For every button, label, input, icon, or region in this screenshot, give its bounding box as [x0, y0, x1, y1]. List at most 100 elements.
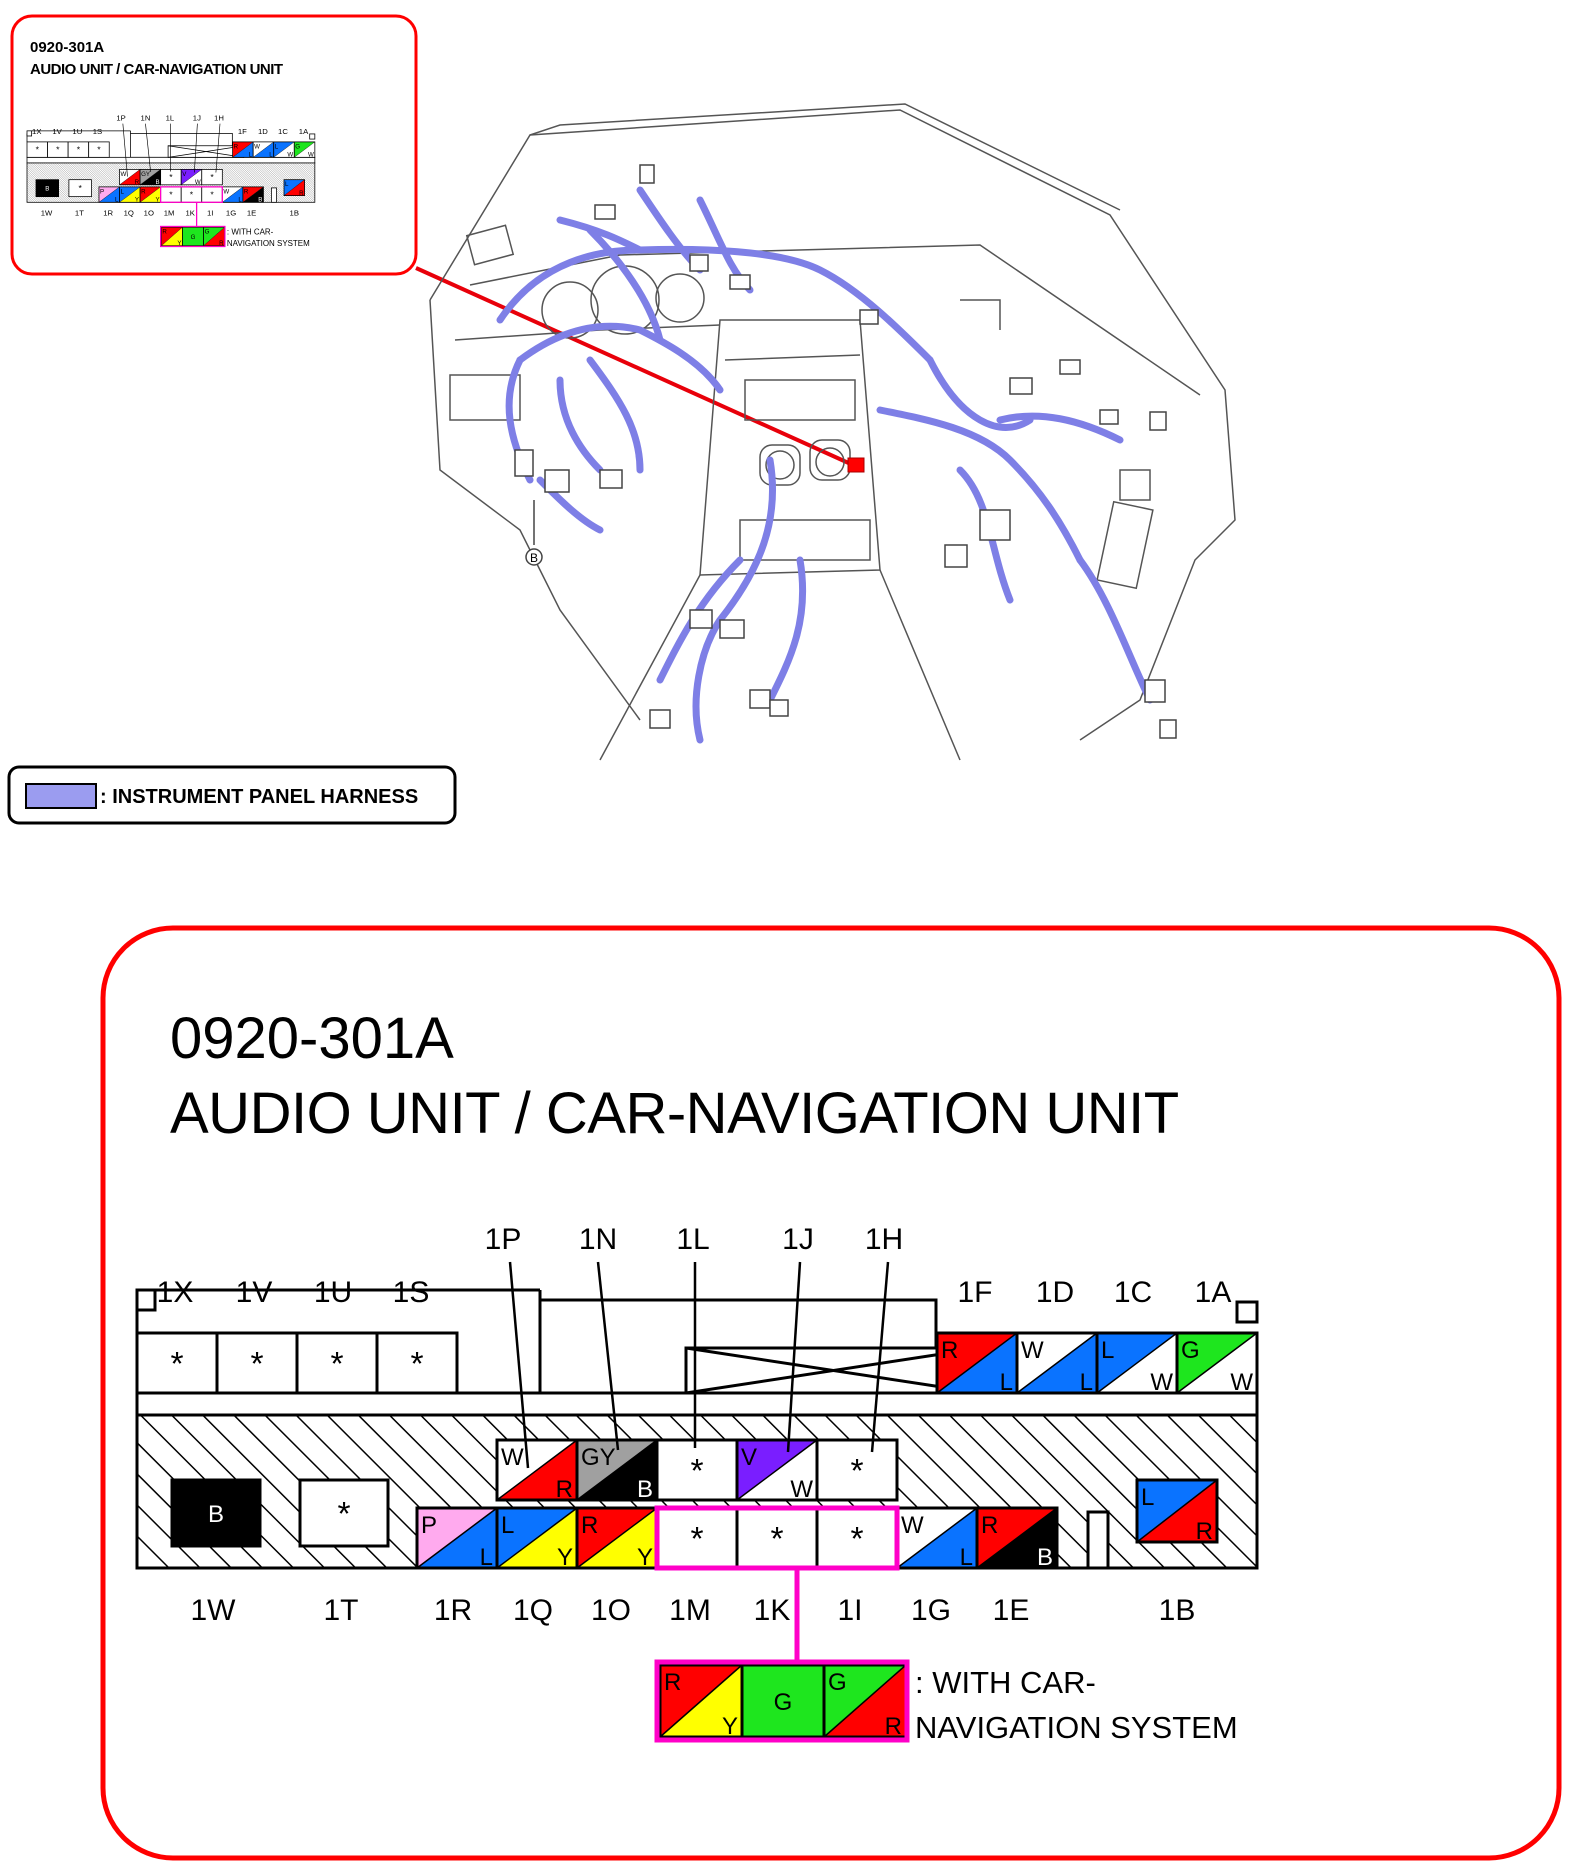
- harness-legend: : INSTRUMENT PANEL HARNESS: [7, 765, 457, 825]
- terminal-color-label: W: [1230, 1369, 1253, 1396]
- terminal-1b: LR: [283, 179, 305, 197]
- terminal-color-label: W: [790, 1476, 813, 1503]
- pin-label-1w: 1W: [191, 1594, 237, 1627]
- terminal-color-label: Y: [722, 1713, 738, 1740]
- pin-label-1h: 1H: [214, 113, 224, 122]
- terminal-color-label: W: [308, 152, 314, 159]
- terminal-empty-mark: *: [770, 1521, 783, 1558]
- terminal-color-label: G: [774, 1689, 793, 1716]
- terminal-empty-mark: *: [190, 190, 194, 200]
- legend-label: : INSTRUMENT PANEL HARNESS: [100, 786, 418, 808]
- terminal-color-label: L: [249, 152, 253, 159]
- connector-location-marker: [847, 457, 865, 473]
- pin-label-1n: 1N: [141, 113, 151, 122]
- terminal-color-label: L: [121, 188, 125, 195]
- terminal-1v: *: [47, 141, 69, 158]
- terminal-color-label: R: [234, 143, 239, 150]
- terminal-color-label: L: [285, 181, 289, 188]
- inset-connector-face: B*LR****RLWLLWGWWRGYB*VW*PLLYRY***WLRB1X…: [26, 113, 316, 248]
- terminal-color-label: Y: [557, 1544, 573, 1571]
- inset-connector-title: AUDIO UNIT / CAR-NAVIGATION UNIT: [30, 61, 283, 78]
- pin-label-1l: 1L: [676, 1223, 709, 1256]
- terminal-1w: B: [35, 179, 59, 198]
- terminal-1k: *: [735, 1506, 819, 1570]
- terminal-1t: *: [298, 1478, 390, 1548]
- terminal-color-label: R: [219, 240, 224, 247]
- terminal-1x: *: [26, 141, 48, 158]
- terminal-nav-1: RY: [161, 226, 183, 247]
- terminal-1l: *: [655, 1438, 739, 1502]
- terminal-color-label: B: [208, 1501, 224, 1528]
- terminal-color-label: R: [885, 1713, 902, 1740]
- pin-label-1k: 1K: [185, 209, 195, 218]
- terminal-color-label: Y: [177, 240, 181, 247]
- terminal-empty-mark: *: [97, 145, 101, 155]
- terminal-color-label: L: [480, 1544, 493, 1571]
- terminal-1p: WR: [495, 1438, 579, 1503]
- pin-label-1r: 1R: [103, 209, 113, 218]
- connector-face: B*LR****RLWLLWGWWRGYB*VW*PLLYRY***WLRB1X…: [135, 1223, 1259, 1745]
- terminal-color-label: R: [299, 190, 304, 197]
- pin-label-1u: 1U: [72, 127, 82, 136]
- terminal-1n: GY B: [575, 1438, 659, 1503]
- terminal-1o: RY: [139, 186, 162, 204]
- pin-label-1o: 1O: [591, 1594, 631, 1627]
- pin-label-1x: 1X: [157, 1276, 194, 1309]
- terminal-1a: GW: [293, 141, 316, 159]
- terminal-1b: LR: [1135, 1478, 1219, 1545]
- terminal-color-label: V: [182, 171, 187, 178]
- variant-note-line1: : WITH CAR-: [915, 1665, 1096, 1700]
- pin-label-1x: 1X: [32, 127, 41, 136]
- legend-frame: [7, 765, 457, 825]
- terminal-1q: LY: [119, 186, 141, 204]
- terminal-color-label: V: [741, 1444, 757, 1471]
- terminal-1r: PL: [98, 186, 120, 204]
- terminal-color-label: Y: [135, 197, 139, 204]
- connector-detail: 0920-301A AUDIO UNIT / CAR-NAVIGATION UN…: [100, 925, 1562, 1861]
- terminal-color-label: G: [205, 229, 210, 236]
- terminal-color-label: L: [960, 1544, 973, 1571]
- terminal-1q: LY: [495, 1506, 579, 1571]
- terminal-color-label: GY: [581, 1444, 616, 1471]
- pin-label-1i: 1I: [207, 209, 213, 218]
- terminal-1o: RY: [575, 1506, 659, 1571]
- terminal-color-label: R: [981, 1512, 998, 1539]
- pin-label-1n: 1N: [579, 1223, 617, 1256]
- terminal-nav-3: GR: [203, 226, 226, 247]
- terminal-1m: *: [655, 1506, 739, 1570]
- pin-label-1m: 1M: [164, 209, 175, 218]
- pin-label-1e: 1E: [993, 1594, 1030, 1627]
- pin-label-1u: 1U: [314, 1276, 352, 1309]
- detail-connector-title: AUDIO UNIT / CAR-NAVIGATION UNIT: [170, 1081, 1179, 1146]
- terminal-1u: *: [67, 141, 90, 158]
- terminal-empty-mark: *: [170, 1346, 183, 1383]
- terminal-color-label: G: [191, 234, 196, 241]
- terminal-1k: *: [180, 186, 203, 203]
- pin-label-1d: 1D: [258, 127, 268, 136]
- pin-label-1q: 1Q: [124, 209, 134, 218]
- terminal-color-label: R: [1196, 1518, 1213, 1545]
- pin-label-1p: 1P: [485, 1223, 522, 1256]
- variant-note-line2: NAVIGATION SYSTEM: [227, 239, 310, 248]
- terminal-1x: *: [135, 1331, 219, 1395]
- terminal-1p: WR: [119, 169, 141, 186]
- terminal-color-label: B: [637, 1476, 653, 1503]
- instrument-panel-illustration: [429, 103, 1236, 761]
- terminal-1n: GYB: [139, 169, 162, 186]
- terminal-1e: RB: [975, 1506, 1059, 1571]
- pin-label-1s: 1S: [393, 1276, 430, 1309]
- pin-label-1p: 1P: [116, 113, 125, 122]
- terminal-color-label: R: [162, 229, 167, 236]
- terminal-1c: LW: [273, 141, 295, 159]
- harness-routing: [496, 186, 1154, 744]
- terminal-color-label: G: [295, 143, 300, 150]
- pin-label-1l: 1L: [166, 113, 175, 122]
- terminal-1j: VW: [180, 169, 203, 186]
- pin-label-1f: 1F: [957, 1276, 992, 1309]
- terminal-1a: GW: [1175, 1331, 1259, 1396]
- terminal-1j: VW: [735, 1438, 819, 1503]
- terminal-color-label: L: [269, 152, 273, 159]
- terminal-empty-mark: *: [79, 183, 83, 193]
- terminal-color-label: W: [223, 188, 229, 195]
